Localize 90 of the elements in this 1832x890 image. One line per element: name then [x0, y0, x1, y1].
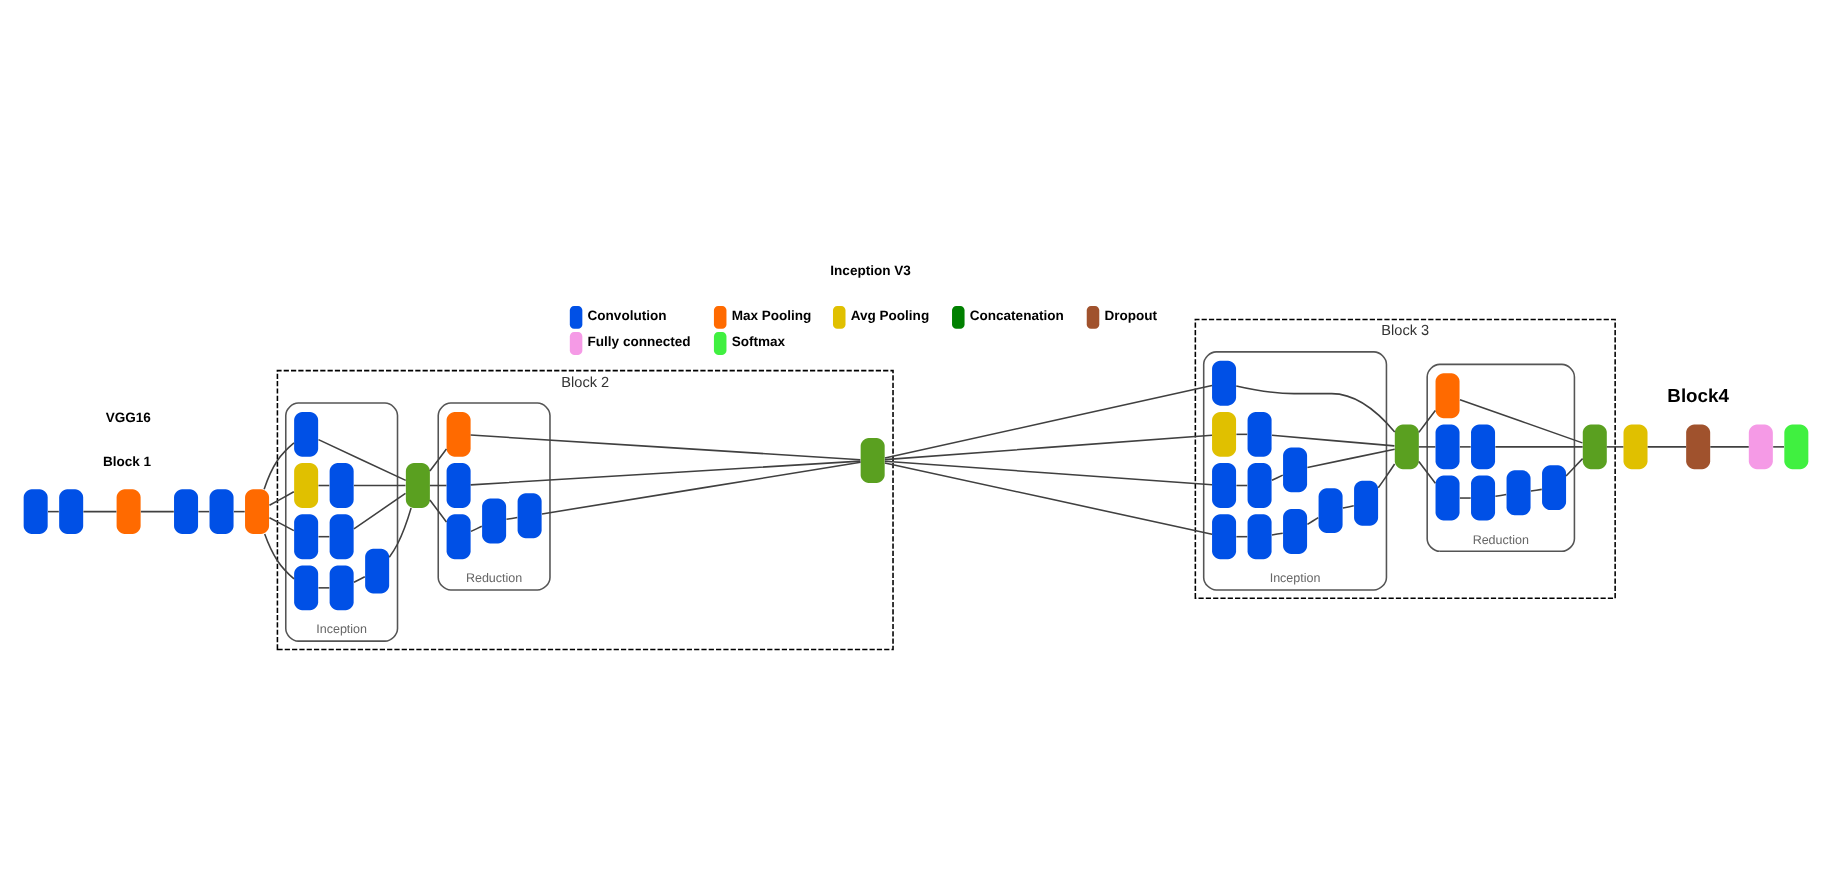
node-pill: [365, 547, 390, 593]
node-pill: [517, 492, 542, 538]
connector: [884, 433, 1213, 460]
node-pill: [329, 564, 354, 610]
node-pill: [23, 488, 48, 534]
connector: [1459, 397, 1584, 443]
node-pill: [1283, 508, 1308, 553]
connector: [1459, 445, 1472, 447]
node-pill: [1435, 474, 1460, 520]
connector: [317, 437, 407, 481]
connector: [1494, 492, 1507, 497]
connector: [1418, 408, 1437, 433]
connector: [388, 506, 412, 558]
connector: [353, 483, 407, 486]
connector: [1646, 445, 1687, 447]
connector: [268, 515, 295, 531]
connector: [1418, 459, 1437, 484]
connector: [1709, 445, 1750, 447]
connector: [1530, 487, 1543, 491]
connector: [317, 586, 331, 588]
node-pill: [1471, 474, 1496, 520]
node-pill: [294, 513, 319, 559]
node-pill: [294, 410, 319, 456]
connector: [469, 433, 862, 460]
node-pill: [1748, 423, 1773, 469]
connector: [1306, 515, 1320, 525]
connector: [1271, 433, 1396, 446]
node-pill: [1435, 372, 1460, 418]
connector: [1271, 473, 1284, 480]
connector: [884, 383, 1213, 458]
node-pill: [446, 410, 471, 456]
connector: [263, 441, 295, 489]
node-pill: [860, 437, 885, 482]
node-pill: [1582, 423, 1607, 469]
node-pill: [294, 564, 319, 610]
node-pill: [446, 513, 471, 559]
connector: [1271, 531, 1284, 535]
connector: [1494, 445, 1584, 447]
node-pill: [1623, 423, 1648, 469]
connector: [353, 491, 407, 529]
connector: [1565, 456, 1584, 476]
connector: [541, 460, 862, 514]
connector: [1606, 445, 1625, 447]
connector: [429, 447, 448, 471]
connector: [1459, 496, 1472, 498]
connector: [1772, 445, 1785, 447]
node-pill: [1435, 423, 1460, 469]
connector: [1418, 445, 1437, 447]
node-pill: [294, 462, 319, 507]
node-pill: [446, 462, 471, 507]
connector: [1235, 384, 1396, 432]
node-pill: [59, 488, 84, 534]
node-pill: [405, 462, 430, 507]
connector: [429, 498, 448, 522]
connector: [140, 509, 175, 512]
connector: [884, 459, 1213, 485]
connector: [1377, 462, 1396, 488]
node-pill: [116, 488, 141, 534]
node-pill: [1354, 479, 1379, 525]
connector: [1342, 503, 1355, 508]
node-pill: [1283, 446, 1308, 492]
connector: [1306, 447, 1396, 468]
connector: [884, 461, 1213, 535]
node-pill: [482, 497, 507, 543]
node-pill: [1686, 423, 1711, 469]
label: Block4: [1667, 383, 1729, 406]
node-pill: [1471, 423, 1496, 469]
node-pill: [329, 513, 354, 559]
node-pill: [245, 488, 270, 534]
node-pill: [329, 462, 354, 507]
connector: [470, 524, 483, 532]
connector: [268, 490, 295, 506]
node-pill: [174, 488, 199, 534]
connector: [505, 515, 519, 520]
connector: [82, 509, 118, 512]
node-pill: [1394, 423, 1419, 469]
node-pill: [1247, 513, 1272, 559]
node-pill: [1212, 359, 1237, 405]
node-pill: [1542, 464, 1567, 510]
node-pill: [1318, 487, 1343, 533]
node-pill: [1506, 469, 1531, 515]
connector: [469, 459, 862, 485]
connector: [263, 532, 295, 579]
node-pill: [1212, 410, 1237, 456]
node-pill: [1212, 462, 1237, 507]
node-pill: [1784, 423, 1809, 469]
node-pill: [209, 488, 234, 534]
node-pill: [1247, 410, 1272, 456]
node-pill: [1247, 462, 1272, 507]
node-pill: [1212, 513, 1237, 559]
